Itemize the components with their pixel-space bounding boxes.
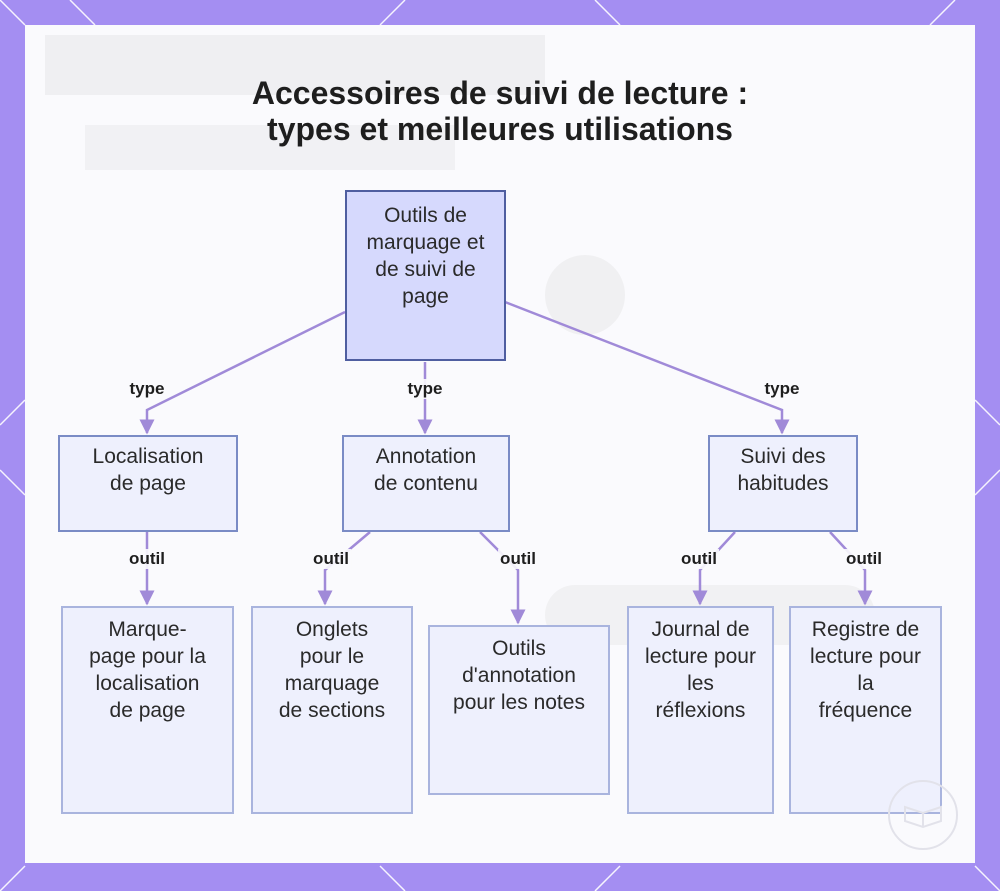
edge-label-outil-localisation: outil	[127, 549, 167, 569]
node-marque-page: Marque-page pour la localisation de page	[61, 606, 234, 814]
edge-label-outil-annotation-right: outil	[498, 549, 538, 569]
node-annotation: Annotation de contenu	[342, 435, 510, 532]
diagram-title-line-1: Accessoires de suivi de lecture :	[251, 75, 749, 111]
diagram-card: Accessoires de suivi de lecture : types …	[25, 25, 975, 863]
edge-root-localisation	[139, 310, 346, 435]
node-outils-annotation: Outils d'annotation pour les notes	[428, 625, 610, 795]
edge-label-type-left: type	[127, 379, 167, 399]
edge-label-outil-suivi-left: outil	[679, 549, 719, 569]
edge-annotation-onglets	[317, 531, 371, 606]
edge-label-type-mid: type	[405, 379, 445, 399]
edge-label-outil-annotation-left: outil	[311, 549, 351, 569]
edge-label-outil-suivi-right: outil	[844, 549, 884, 569]
edge-label-type-right: type	[762, 379, 802, 399]
node-registre: Registre de lecture pour la fréquence	[789, 606, 942, 814]
edge-suivi-registre	[829, 531, 873, 606]
node-localisation: Localisation de page	[58, 435, 238, 532]
node-suivi: Suivi des habitudes	[708, 435, 858, 532]
node-root: Outils de marquage et de suivi de page	[345, 190, 506, 361]
node-onglets: Onglets pour le marquage de sections	[251, 606, 413, 814]
edge-annotation-outils	[479, 531, 526, 625]
edge-suivi-journal	[692, 531, 736, 606]
node-journal: Journal de lecture pour les réflexions	[627, 606, 774, 814]
diagram-title-line-2: types et meilleures utilisations	[267, 111, 733, 147]
diagram-edges	[139, 300, 873, 625]
book-logo-icon	[888, 780, 958, 850]
edge-root-suivi	[504, 300, 790, 435]
